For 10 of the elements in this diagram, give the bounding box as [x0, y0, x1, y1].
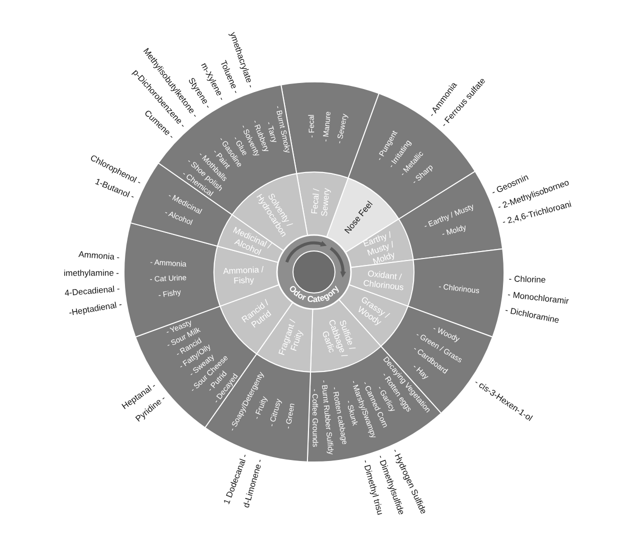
compound-label: 4-Decadienal - [64, 283, 120, 298]
category-label: Fecal / Sewery [309, 188, 332, 217]
compound-label: -Heptadienal - [68, 298, 122, 318]
compound-label: Ammonia - [78, 248, 120, 262]
category-label: Earthy / Musty / Moldy [362, 229, 396, 266]
category-label: Ammonia / Fishy [222, 264, 264, 286]
compound-label: - Monochloramir [507, 289, 570, 306]
compound-label: - Chlorine [508, 273, 546, 285]
compound-label: imethylamine - [64, 268, 120, 278]
category-label: Oxidant / Chlorinous [362, 268, 404, 292]
